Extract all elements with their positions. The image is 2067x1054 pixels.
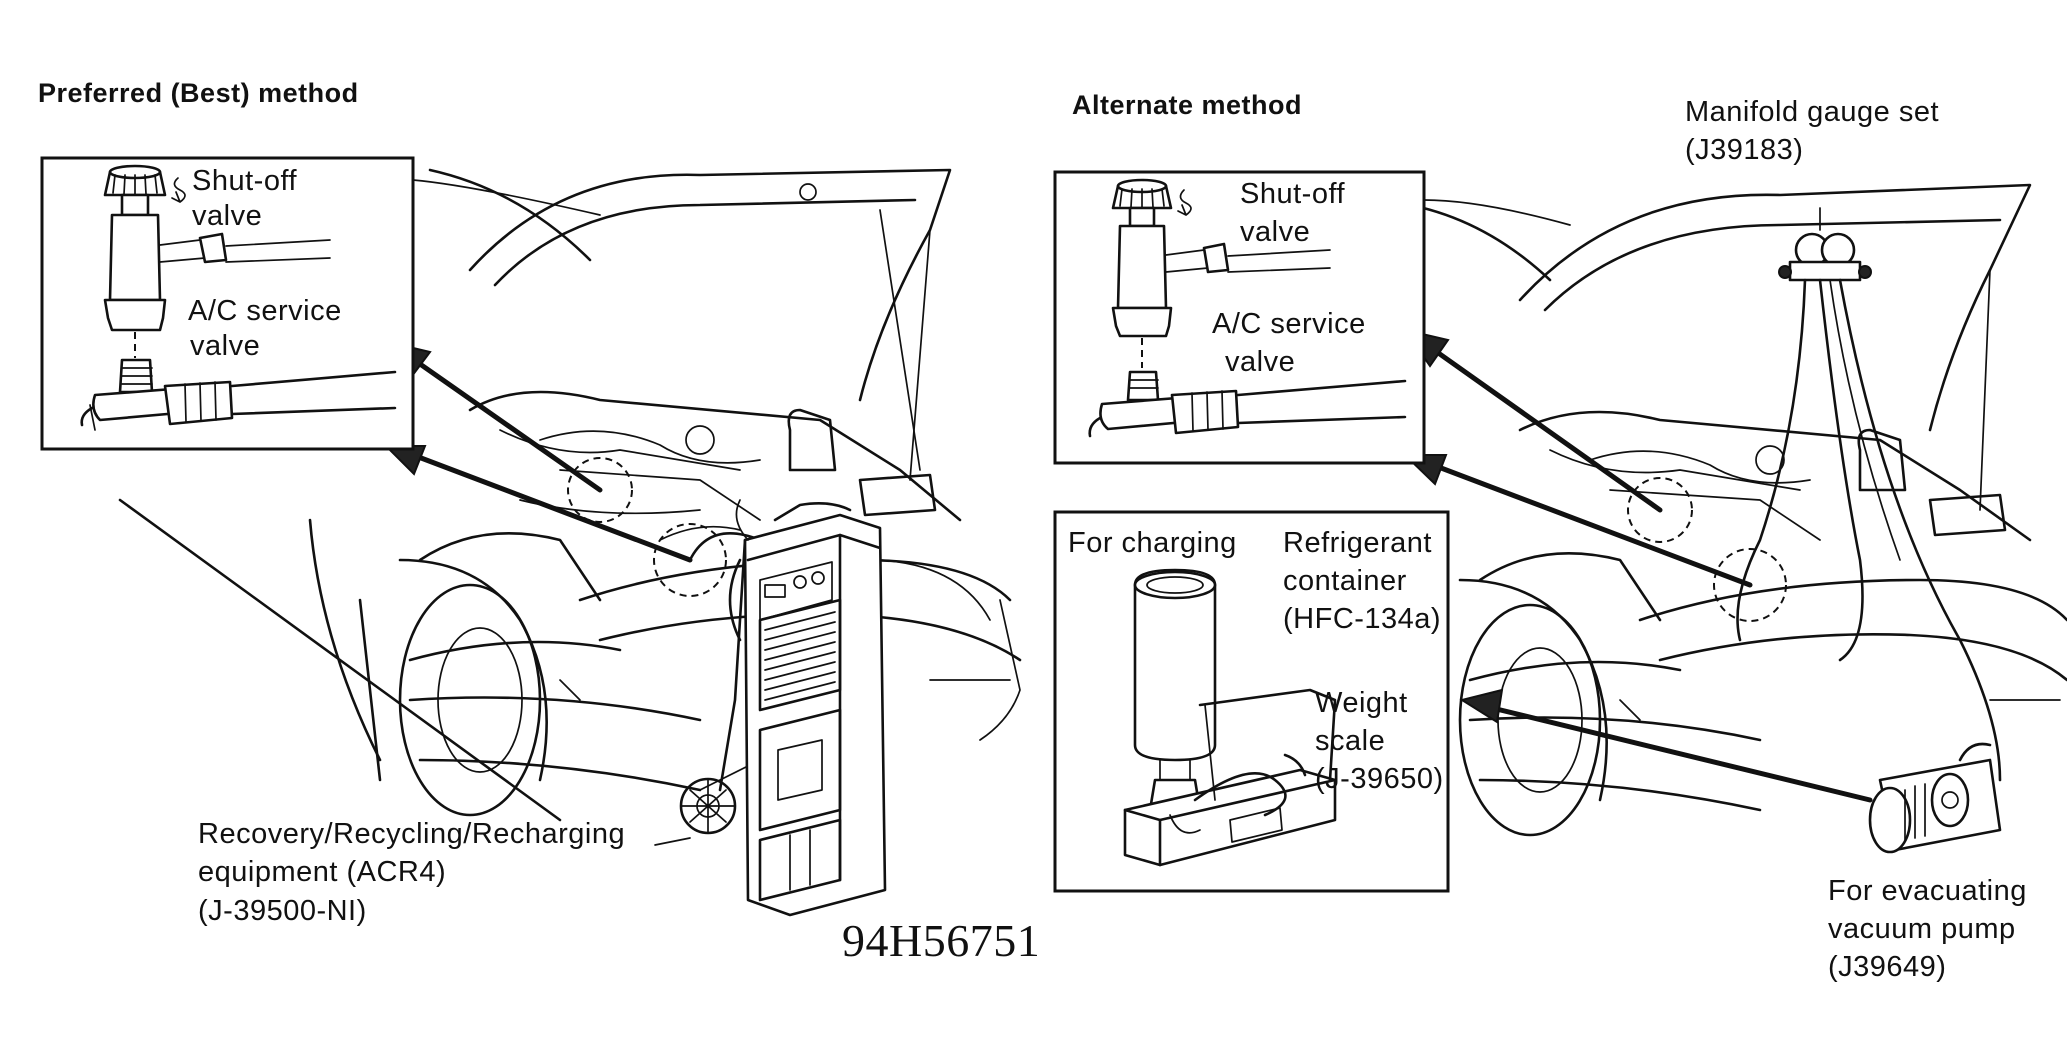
right-car-illustration [1368, 183, 2067, 854]
right-service-valve-label-line1: A/C service [1212, 308, 1366, 340]
acr4-label-line3: (J-39500-NI) [198, 895, 367, 927]
manifold-label-line2: (J39183) [1685, 134, 1804, 166]
refrigerant-container-label-line3: (HFC-134a) [1283, 603, 1442, 635]
alternate-method-heading: Alternate method [1072, 90, 1303, 120]
acr4-equipment-illustration [679, 499, 887, 917]
figure-code: 94H56751 [842, 915, 1041, 966]
for-charging-label: For charging [1068, 527, 1237, 559]
vacuum-pump-label-line2: vacuum pump [1828, 913, 2016, 945]
weight-scale-label-line1: Weight [1315, 687, 1408, 719]
equipment-leader-line [654, 837, 691, 846]
vacuum-pump-label-line1: For evacuating [1828, 875, 2027, 907]
refrigerant-container-label-line2: container [1283, 565, 1407, 597]
left-car-illustration [118, 168, 1022, 822]
acr4-label-line1: Recovery/Recycling/Recharging [198, 818, 626, 850]
right-shutoff-label-line1: Shut-off [1240, 178, 1346, 210]
charging-box-illustration [1053, 510, 1450, 893]
weight-scale-label-line3: (J-39650) [1315, 763, 1444, 795]
right-service-valve-label-line2: valve [1225, 346, 1296, 378]
left-service-valve-label-line2: valve [190, 330, 261, 362]
acr4-label-line2: equipment (ACR4) [198, 856, 447, 888]
manifold-label-line1: Manifold gauge set [1685, 96, 1940, 128]
left-inset-valve-illustration [40, 156, 601, 451]
left-service-valve-label-line1: A/C service [188, 295, 342, 327]
left-shutoff-label-line2: valve [192, 200, 263, 232]
vacuum-pump-label-line3: (J39649) [1828, 951, 1947, 983]
preferred-method-heading: Preferred (Best) method [38, 78, 359, 108]
weight-scale-label-line2: scale [1315, 725, 1386, 757]
left-shutoff-label-line1: Shut-off [192, 165, 298, 197]
refrigerant-container-label-line1: Refrigerant [1283, 527, 1432, 559]
right-inset-valve-illustration [1053, 170, 1571, 465]
right-shutoff-label-line2: valve [1240, 216, 1311, 248]
